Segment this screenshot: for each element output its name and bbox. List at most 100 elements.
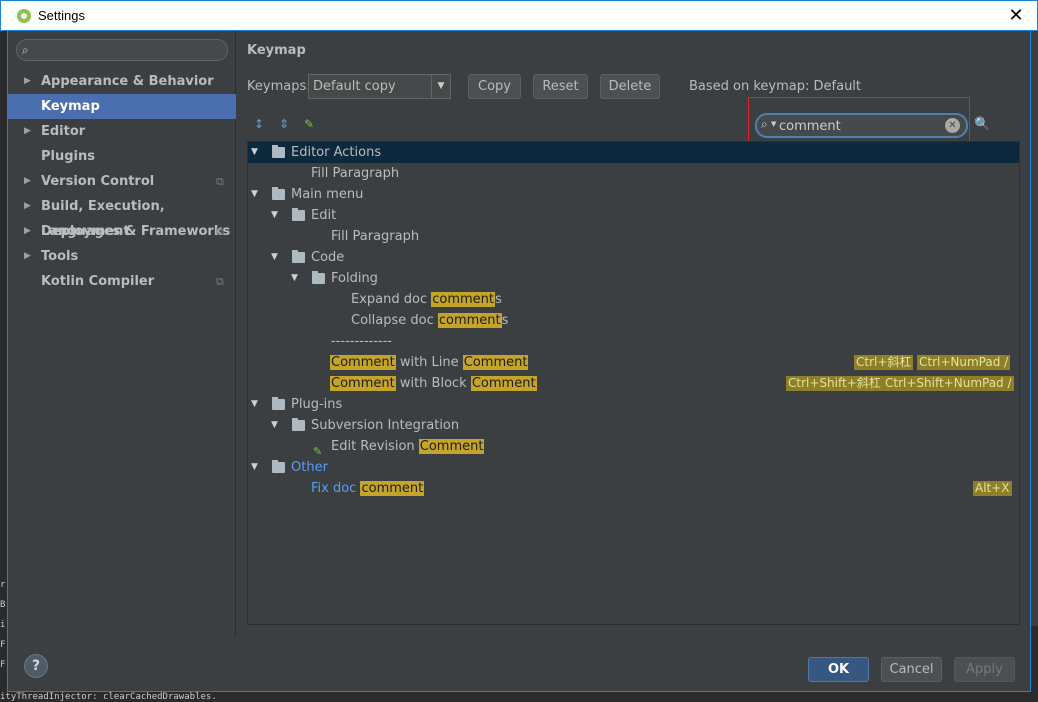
expand-arrow-icon: ▶ bbox=[24, 201, 31, 211]
ok-button[interactable]: OK bbox=[808, 657, 869, 682]
expanded-arrow-icon[interactable]: ▼ bbox=[251, 147, 258, 157]
label-text: with Line bbox=[395, 355, 463, 370]
search-match: comment bbox=[437, 313, 502, 328]
tree-row-editor-actions[interactable]: ▼ Editor Actions bbox=[248, 142, 1019, 163]
expand-arrow-icon: ▶ bbox=[24, 226, 31, 236]
keymap-search-input[interactable] bbox=[779, 117, 939, 135]
clear-search-icon[interactable]: ✕ bbox=[945, 118, 960, 133]
label-text: Collapse doc bbox=[351, 313, 438, 328]
find-by-shortcut-icon[interactable]: 🔍 bbox=[974, 117, 991, 132]
expand-arrow-icon: ▶ bbox=[24, 76, 31, 86]
menu-folder-icon bbox=[272, 187, 285, 200]
window-edge bbox=[1031, 31, 1038, 626]
apply-button[interactable]: Apply bbox=[954, 657, 1015, 682]
bg-line: B bbox=[0, 600, 6, 610]
tree-row-label: Code bbox=[311, 250, 345, 265]
tree-row-action[interactable]: Fill Paragraph bbox=[248, 226, 1019, 247]
sidebar-item-plugins[interactable]: Plugins bbox=[8, 144, 236, 169]
tree-row-comment-with-line[interactable]: Comment with Line Comment Ctrl+斜杠 Ctrl+N… bbox=[248, 352, 1019, 373]
sidebar-search-input[interactable]: ⌕ bbox=[16, 39, 228, 61]
tree-row-label: Collapse doc comments bbox=[351, 310, 508, 331]
delete-button[interactable]: Delete bbox=[600, 74, 660, 99]
tree-row-action[interactable]: Fill Paragraph bbox=[248, 163, 1019, 184]
expanded-arrow-icon[interactable]: ▼ bbox=[271, 252, 278, 262]
copy-button[interactable]: Copy bbox=[468, 74, 521, 99]
sidebar-item-kotlin-compiler[interactable]: Kotlin Compiler ⧉ bbox=[8, 269, 236, 294]
sidebar-item-label: Version Control bbox=[41, 174, 155, 189]
tree-row-other[interactable]: ▼ Other bbox=[248, 457, 1019, 478]
folder-icon bbox=[292, 208, 305, 221]
expanded-arrow-icon[interactable]: ▼ bbox=[251, 462, 258, 472]
search-history-caret-icon[interactable]: ▼ bbox=[771, 120, 777, 128]
tree-row-plugins[interactable]: ▼ Plug-ins bbox=[248, 394, 1019, 415]
tree-row-main-menu[interactable]: ▼ Main menu bbox=[248, 184, 1019, 205]
tree-row-subversion[interactable]: ▼ Subversion Integration bbox=[248, 415, 1019, 436]
pencil-icon: ✎ bbox=[313, 445, 323, 458]
tree-row-comment-with-block[interactable]: Comment with Block Comment Ctrl+Shift+斜杠… bbox=[248, 373, 1019, 394]
shortcut-badge: Alt+X bbox=[973, 481, 1012, 496]
keymap-panel: Keymap Keymaps: Default copy ▼ Copy Rese… bbox=[237, 31, 1030, 636]
background-ide-strip: r. B i F F bbox=[0, 575, 8, 702]
tree-row-label: Fill Paragraph bbox=[311, 166, 400, 181]
expanded-arrow-icon[interactable]: ▼ bbox=[251, 399, 258, 409]
search-match: Comment bbox=[462, 355, 529, 370]
separator-label: ------------- bbox=[331, 334, 392, 349]
tree-row-label: Subversion Integration bbox=[311, 418, 460, 433]
folder-icon bbox=[292, 418, 305, 431]
bg-line: F bbox=[0, 640, 6, 650]
tree-row-edit[interactable]: ▼ Edit bbox=[248, 205, 1019, 226]
edit-shortcut-icon[interactable]: ✎ bbox=[303, 117, 315, 131]
label-text: Fix doc bbox=[311, 481, 361, 496]
sidebar-item-version-control[interactable]: ▶ Version Control ⧉ bbox=[8, 169, 236, 194]
expand-all-icon[interactable]: ↕ bbox=[253, 117, 265, 131]
tree-row-label: Fill Paragraph bbox=[331, 229, 420, 244]
sidebar-item-label: Tools bbox=[41, 249, 79, 264]
background-log-line: ityThreadInjector: clearCachedDrawables. bbox=[0, 692, 217, 702]
expanded-arrow-icon[interactable]: ▼ bbox=[271, 420, 278, 430]
folder-icon bbox=[312, 271, 325, 284]
keymap-search-box[interactable]: ⌕ ▼ ✕ bbox=[755, 113, 968, 138]
label-text: with Block bbox=[395, 376, 471, 391]
keymap-select-value: Default copy bbox=[313, 79, 396, 94]
close-button[interactable]: ✕ bbox=[1008, 5, 1024, 26]
keymap-select[interactable]: Default copy ▼ bbox=[308, 74, 451, 99]
expanded-arrow-icon[interactable]: ▼ bbox=[251, 189, 258, 199]
tree-row-label: Comment with Block Comment bbox=[330, 373, 537, 394]
sidebar-item-editor[interactable]: ▶ Editor bbox=[8, 119, 236, 144]
chevron-down-icon: ▼ bbox=[431, 75, 450, 98]
shortcut-badge: Ctrl+斜杠 bbox=[854, 355, 914, 370]
label-text: s bbox=[495, 292, 502, 307]
tree-row-label: Main menu bbox=[291, 187, 364, 202]
tree-row-code[interactable]: ▼ Code bbox=[248, 247, 1019, 268]
sidebar-item-build[interactable]: ▶ Build, Execution, Deployment bbox=[8, 194, 236, 239]
cancel-button[interactable]: Cancel bbox=[881, 657, 942, 682]
window-title: Settings bbox=[38, 8, 85, 23]
search-match: Comment bbox=[470, 376, 537, 391]
tree-row-action[interactable]: Collapse doc comments bbox=[248, 310, 1019, 331]
sidebar-item-tools[interactable]: ▶ Tools bbox=[8, 244, 236, 269]
sidebar-item-appearance[interactable]: ▶ Appearance & Behavior bbox=[8, 69, 236, 94]
tree-row-fix-doc-comment[interactable]: Fix doc comment Alt+X bbox=[248, 478, 1019, 499]
tree-row-label: Folding bbox=[331, 271, 378, 286]
expanded-arrow-icon[interactable]: ▼ bbox=[271, 210, 278, 220]
tree-row-edit-revision-comment[interactable]: ✎ Edit Revision Comment bbox=[248, 436, 1019, 458]
sidebar-item-keymap[interactable]: Keymap bbox=[8, 94, 236, 119]
reset-button[interactable]: Reset bbox=[533, 74, 588, 99]
folder-icon bbox=[292, 250, 305, 263]
search-match: Comment bbox=[330, 376, 396, 391]
sidebar-item-languages[interactable]: ▶ Languages & Frameworks ⧉ bbox=[8, 219, 236, 244]
sidebar-item-label: Languages & Frameworks bbox=[41, 224, 231, 239]
bg-line: r. bbox=[0, 580, 8, 590]
tree-row-action[interactable]: Expand doc comments bbox=[248, 289, 1019, 310]
project-settings-icon: ⧉ bbox=[216, 225, 224, 238]
tree-row-label: Other bbox=[291, 460, 328, 475]
help-button[interactable]: ? bbox=[24, 654, 48, 678]
expanded-arrow-icon[interactable]: ▼ bbox=[291, 273, 298, 283]
tree-row-folding[interactable]: ▼ Folding bbox=[248, 268, 1019, 289]
shortcut-badge: Ctrl+Shift+斜杠 bbox=[786, 376, 883, 391]
expand-arrow-icon: ▶ bbox=[24, 176, 31, 186]
collapse-all-icon[interactable]: ⇕ bbox=[278, 117, 290, 131]
keymaps-label: Keymaps: bbox=[247, 79, 311, 94]
tree-row-label: Plug-ins bbox=[291, 397, 343, 412]
